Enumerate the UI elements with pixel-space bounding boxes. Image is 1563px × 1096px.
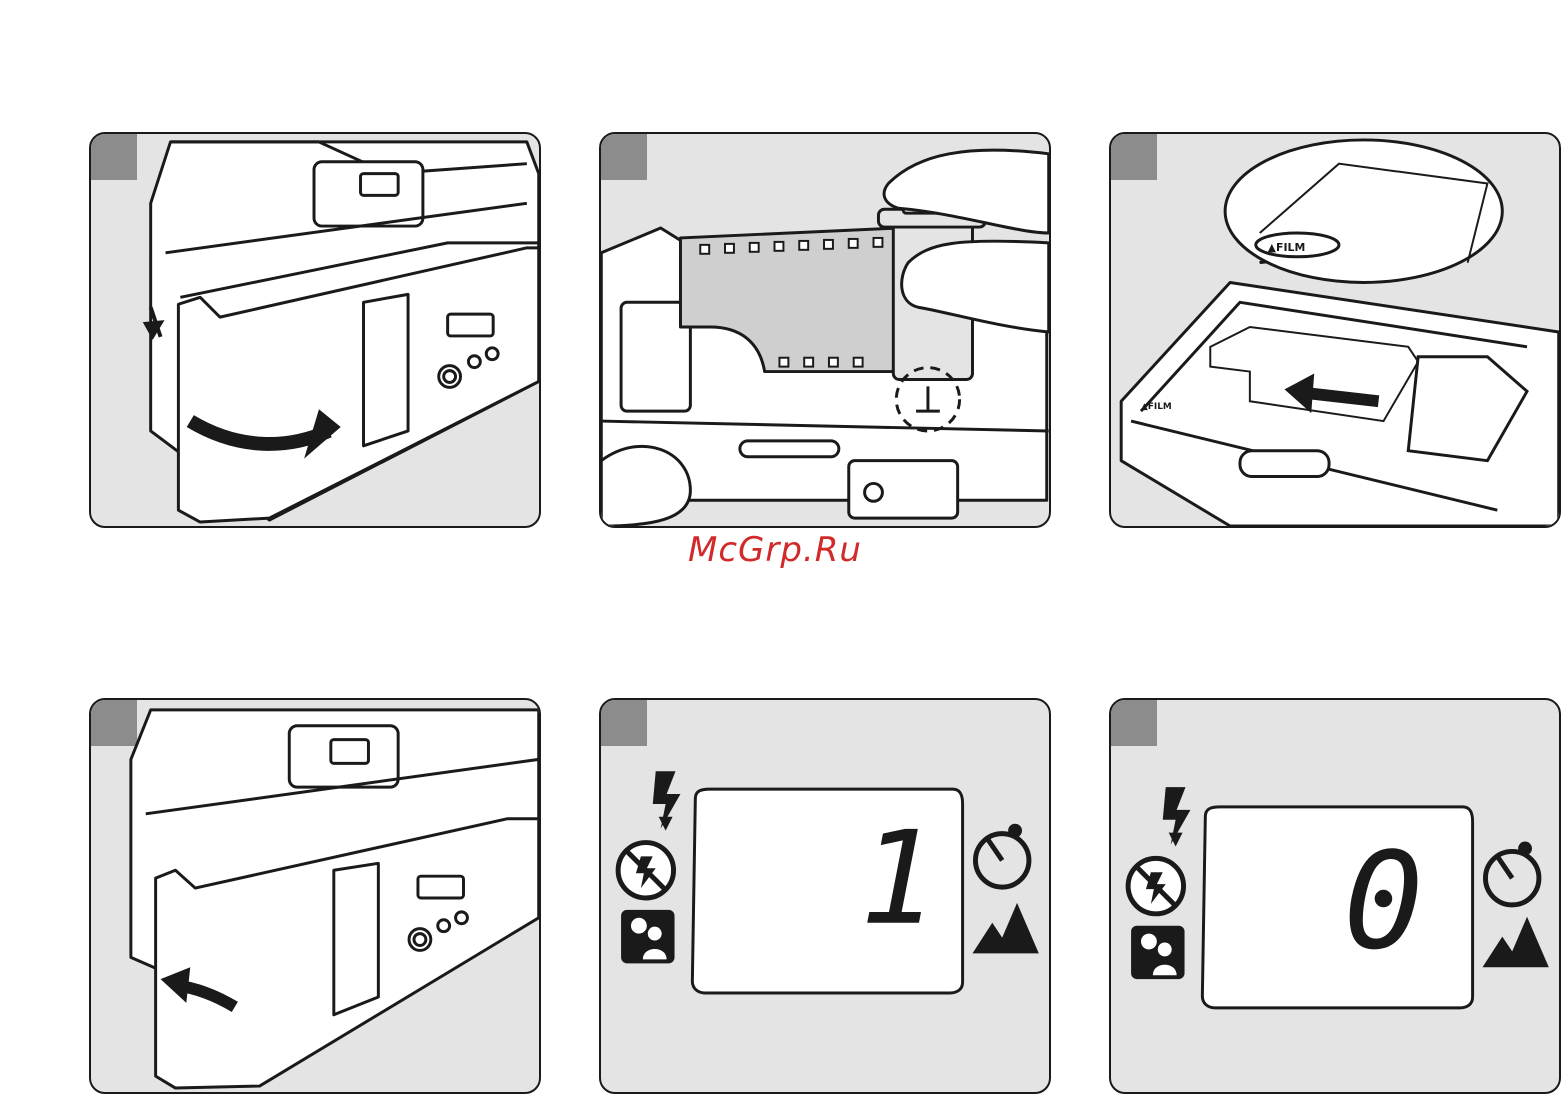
- step-panel-counter-zero: 0: [1109, 698, 1561, 1094]
- pull-arrow-icon: [1309, 393, 1378, 401]
- film-leader-illustration: ▲FILM ▲FILM: [1111, 134, 1559, 526]
- night-portrait-icon: [621, 910, 674, 963]
- camera-open-back-illustration: [91, 134, 539, 526]
- magnified-detail-circle: [1225, 140, 1502, 283]
- watermark: McGrp.Ru: [688, 530, 862, 570]
- step-panel-open-back: [89, 132, 541, 528]
- camera-close-back-illustration: [91, 700, 539, 1092]
- frame-counter: 0: [1343, 823, 1423, 979]
- step-panel-counter-one: 1: [599, 698, 1051, 1094]
- step-panel-insert-cartridge: [599, 132, 1051, 528]
- night-portrait-icon: [1131, 926, 1184, 979]
- flash-off-icon: [1128, 858, 1183, 913]
- insert-cartridge-illustration: [601, 134, 1049, 526]
- step-panel-close-back: [89, 698, 541, 1094]
- lcd-panel-illustration: 0: [1111, 700, 1559, 1092]
- self-timer-icon: [1485, 842, 1538, 905]
- flash-off-icon: [618, 843, 673, 898]
- lcd-display: [1202, 807, 1472, 1008]
- step-panel-pull-film-leader: ▲FILM ▲FILM: [1109, 132, 1561, 528]
- film-mark-label-body: ▲FILM: [1141, 402, 1172, 412]
- lcd-panel-illustration: 1: [601, 700, 1049, 1092]
- landscape-icon: [972, 903, 1038, 953]
- landscape-icon: [1482, 917, 1548, 967]
- self-timer-icon: [975, 824, 1028, 887]
- film-mark-label: ▲FILM: [1268, 241, 1306, 254]
- frame-counter: 1: [860, 805, 937, 954]
